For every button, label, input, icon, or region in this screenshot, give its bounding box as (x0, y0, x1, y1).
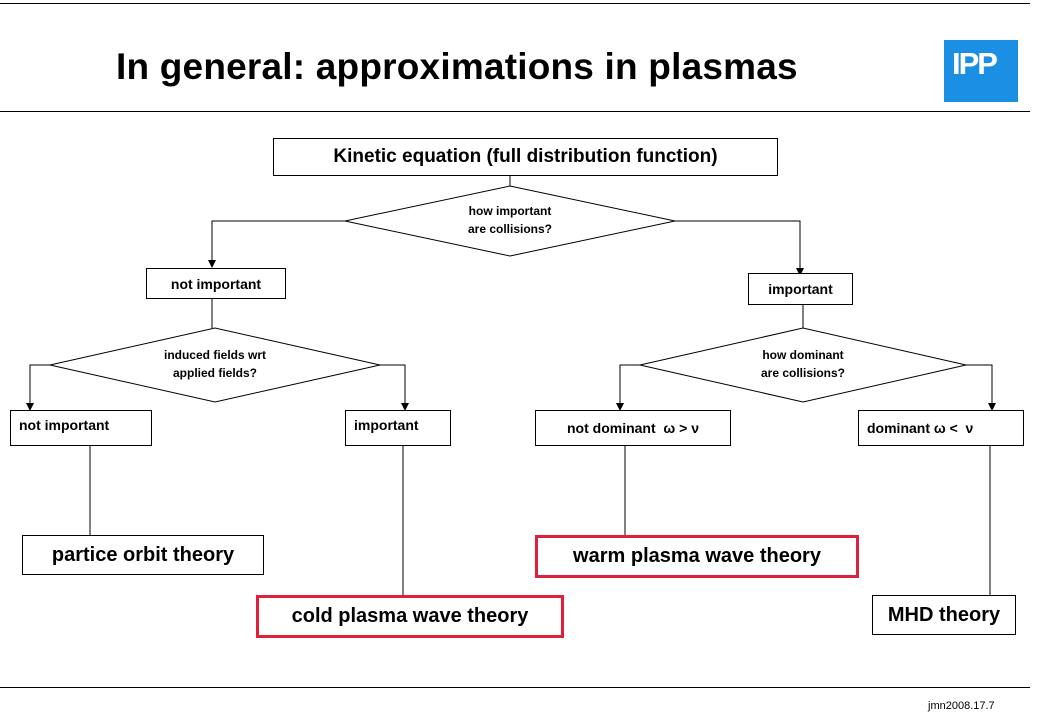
connector-left-branch (211, 220, 345, 262)
footer-code: jmn2008.17.7 (928, 700, 995, 712)
dominant-box: dominant ω < ν (858, 410, 1024, 446)
fields-important-box: important (345, 410, 451, 446)
mhd-theory-box: MHD theory (872, 595, 1016, 635)
footer-rule (0, 687, 1030, 688)
top-rule (0, 3, 1030, 4)
arrowhead-dominance-right (988, 403, 996, 411)
fields-not-important-box: not important (10, 410, 152, 446)
arrowhead-fields-right (401, 403, 409, 411)
collisions-important-box: important (748, 273, 853, 305)
particle-orbit-theory-box: partice orbit theory (22, 535, 264, 575)
cold-plasma-wave-theory-box: cold plasma wave theory (256, 595, 564, 638)
connector-right-branch (675, 220, 801, 270)
connector-dominance-right (966, 364, 993, 405)
arrowhead-left-branch (208, 260, 216, 268)
decision-collisions-label: how important are collisions? (420, 202, 600, 238)
connector-dominance-left (619, 364, 640, 405)
kinetic-equation-box: Kinetic equation (full distribution func… (273, 138, 778, 176)
ipp-logo: IPP (944, 40, 1018, 102)
arrowhead-right-branch (796, 268, 804, 276)
decision-fields-line-2: applied fields? (172, 366, 257, 380)
decision-dominance-label: how dominant are collisions? (713, 346, 893, 382)
slide-title: In general: approximations in plasmas (116, 46, 798, 87)
not-dominant-box: not dominant ω > ν (535, 410, 731, 446)
arrowhead-fields-left (26, 403, 34, 411)
decision-collisions-line-2: are collisions? (467, 222, 553, 236)
decision-fields-line-1: induced fields wrt (163, 348, 266, 362)
decision-dominance-line-2: are collisions? (760, 366, 846, 380)
decision-fields-label: induced fields wrt applied fields? (125, 346, 305, 382)
connector-fields-right (380, 364, 406, 405)
arrowhead-dominance-left (616, 403, 624, 411)
collisions-not-important-box: not important (146, 268, 286, 299)
decision-dominance-line-1: how dominant (762, 348, 844, 362)
title-rule (0, 111, 1030, 112)
decision-collisions-line-1: how important (468, 204, 552, 218)
warm-plasma-wave-theory-box: warm plasma wave theory (535, 535, 859, 578)
connector-fields-left (29, 364, 50, 405)
